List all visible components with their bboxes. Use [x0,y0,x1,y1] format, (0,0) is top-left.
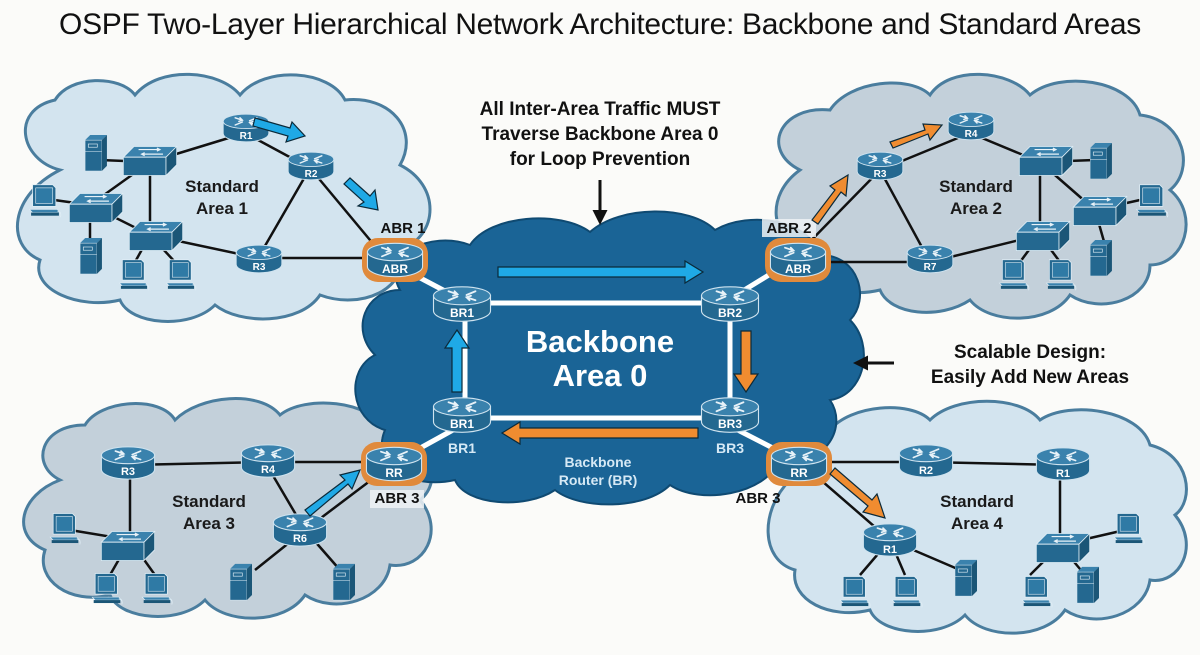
router-label: R1 [240,131,253,142]
switch-icon [1035,532,1091,564]
switch-icon [100,530,156,562]
router-label: BR2 [718,306,742,320]
server-icon [80,238,102,274]
abr-tag: ABR 3 [374,490,419,507]
router-label: R1 [1056,468,1070,480]
area-2-label: Standard [939,177,1013,196]
router-label: BR1 [450,417,474,431]
router-label: R3 [253,262,266,273]
area-4-label: Area 4 [951,514,1004,533]
area-4-label: Standard [940,492,1014,511]
abr-routers: ABR ABR RR RR [361,238,832,486]
pc-icon [891,576,923,608]
router-label: R2 [305,169,318,180]
router-label: BR3 [718,417,742,431]
pc-icon [119,259,150,291]
router-label: R3 [121,466,135,478]
server-icon [1077,566,1099,604]
area-routers: R1 R2 R3 R4 R3 R7 R3 R4 R6 R2 R1 R1 [100,111,1091,557]
loop-prevention-annotation: All Inter-Area Traffic MUST Traverse Bac… [480,99,721,225]
pc-icon [141,573,173,605]
area-1-label: Area 1 [196,199,248,218]
router-label: BR1 [450,306,474,320]
arrow-blue [304,469,362,517]
switch-icon [122,145,178,177]
router-label: R3 [874,169,887,180]
router-label: R2 [919,465,933,477]
abr-label: ABR [785,262,811,276]
router-sublabel: BR1 [448,440,476,456]
abr-label: RR [790,466,808,480]
annotation-line: Scalable Design: [954,342,1106,363]
area-1-label: Standard [185,177,259,196]
abr-tags: ABR 1 ABR 2 ABR 3 ABR 3 [370,219,816,508]
area-2-label: Area 2 [950,199,1002,218]
pc-icon [91,573,123,605]
pc-icon [839,576,871,608]
abr-tag: ABR 2 [766,220,811,237]
pc-icon [29,184,62,218]
router-label: R6 [293,533,307,545]
abr-label: RR [385,466,403,480]
server-icon [333,563,355,601]
arrow-orange [889,123,944,149]
arrow-blue [252,117,307,143]
switch-icon [1072,195,1128,227]
arrow-orange [811,173,849,225]
server-icon [85,135,107,171]
server-icon [1090,240,1112,276]
arrow-blue [343,177,379,211]
switch-icon [1015,220,1071,252]
server-icon [955,559,977,597]
arrow-orange [732,330,760,394]
router-label: R1 [883,544,897,556]
scalable-annotation: Scalable Design: Easily Add New Areas [853,342,1129,388]
annotation-line: Easily Add New Areas [931,367,1129,388]
switch-icon [128,220,184,252]
annotation-line: for Loop Prevention [510,149,691,170]
switch-icon [1018,145,1074,177]
router-label: R4 [261,464,276,476]
router-sublabel: BR3 [716,440,744,456]
router-label: R4 [965,129,978,140]
area-2-cloud [774,72,1188,320]
area-3-label: Standard [172,492,246,511]
arrow-orange [500,420,699,446]
backbone-label: Backbone Area 0 Backbone Router (BR) [526,324,674,488]
traffic-arrows [252,117,944,519]
diagram-title: OSPF Two-Layer Hierarchical Network Arch… [59,8,1141,41]
backbone-routers: BR1 BR2 BR1 BR1 BR3 BR3 [432,285,760,456]
pc-icon [1113,513,1145,545]
area-labels: Standard Area 1 Standard Area 2 Standard… [172,177,1014,533]
area-3-label: Area 3 [183,514,235,533]
pc-icon [166,259,197,291]
pc-icon [1046,259,1077,291]
server-icon [230,563,252,601]
annotation-line: Traverse Backbone Area 0 [482,124,719,145]
backbone-router-caption: Backbone [565,454,632,470]
router-label: R7 [924,262,937,273]
abr-tag: ABR 3 [735,490,780,507]
pc-icon [999,259,1030,291]
pc-icon [1021,576,1053,608]
arrow-blue [497,259,705,285]
arrow-orange [829,467,886,519]
switch-icon [68,192,124,224]
pc-icon [1136,184,1169,218]
backbone-title: Backbone [526,324,674,359]
backbone-title: Area 0 [553,358,648,393]
arrow-blue [443,328,471,393]
backbone-router-caption: Router (BR) [559,472,638,488]
server-icon [1090,143,1112,179]
annotation-line: All Inter-Area Traffic MUST [480,99,721,120]
pc-icon [49,513,81,545]
abr-tag: ABR 1 [380,220,425,237]
area-1-cloud [16,72,432,323]
abr-label: ABR [382,262,408,276]
